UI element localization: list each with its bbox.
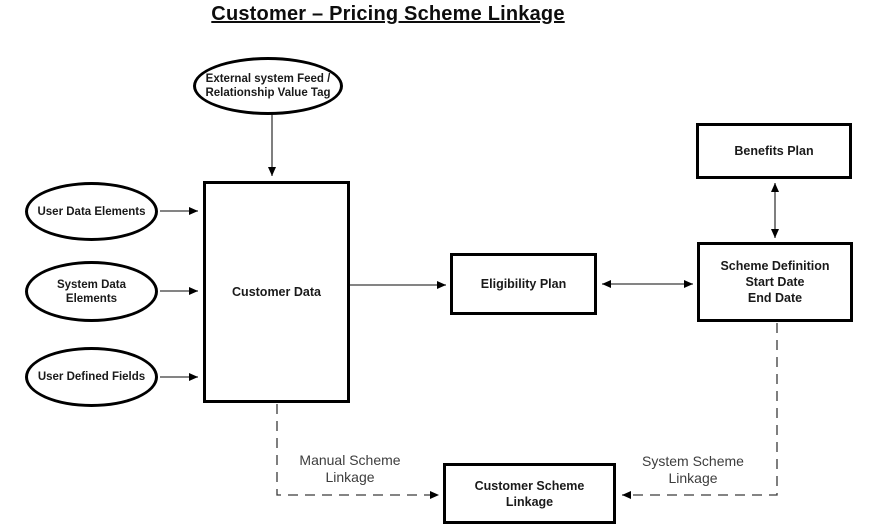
edge-manual-scheme-linkage <box>276 404 439 499</box>
edge-system-scheme-linkage <box>622 323 778 499</box>
node-customer-data: Customer Data <box>203 181 350 403</box>
node-scheme-definition: Scheme Definition Start Date End Date <box>697 242 853 322</box>
label-system-scheme-linkage: System Scheme Linkage <box>642 453 744 486</box>
node-user-defined-fields: User Defined Fields <box>25 347 158 407</box>
node-eligibility-plan: Eligibility Plan <box>450 253 597 315</box>
diagram-title: Customer – Pricing Scheme Linkage <box>211 3 565 25</box>
node-benefits-plan: Benefits Plan <box>696 123 852 179</box>
node-external-system-feed: External system Feed / Relationship Valu… <box>193 57 343 115</box>
node-customer-scheme-linkage: Customer Scheme Linkage <box>443 463 616 524</box>
label-manual-scheme-linkage: Manual Scheme Linkage <box>299 452 401 485</box>
node-system-data-elements: System Data Elements <box>25 261 158 322</box>
node-user-data-elements: User Data Elements <box>25 182 158 241</box>
